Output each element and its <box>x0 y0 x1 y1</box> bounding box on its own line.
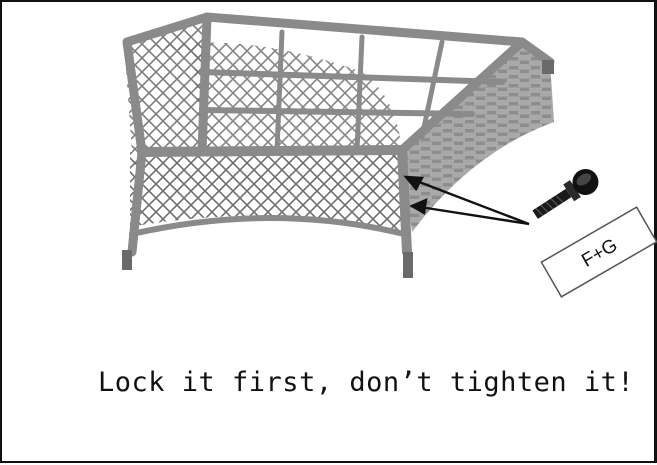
pointer-arrows <box>406 177 529 224</box>
wicker-ottoman-icon <box>122 17 554 278</box>
hardware-tag: F+G <box>541 207 656 297</box>
bolt-screw-icon <box>528 164 603 226</box>
instruction-caption: Lock it first, don’t tighten it! <box>98 367 618 398</box>
